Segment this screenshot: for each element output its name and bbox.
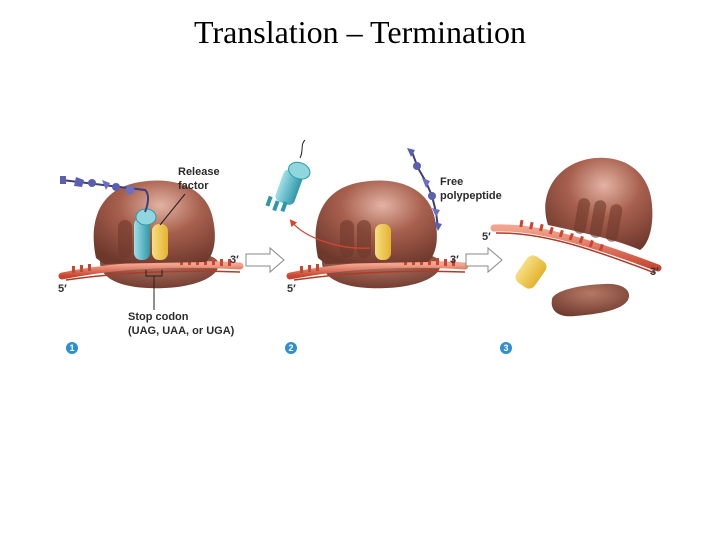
release-factor bbox=[134, 208, 157, 260]
panel-2: Free polypeptide 3′ 5′ 2 bbox=[265, 139, 502, 354]
polypeptide-chain bbox=[60, 176, 149, 213]
end-3-prime: 3′ bbox=[230, 254, 239, 266]
mrna-strand bbox=[286, 258, 469, 281]
step-arrow-1 bbox=[245, 246, 285, 274]
empty-site bbox=[605, 204, 623, 242]
trna-yellow bbox=[375, 224, 391, 260]
free-polypeptide-label-1: Free bbox=[440, 176, 463, 188]
empty-site bbox=[357, 220, 371, 258]
trna-yellow bbox=[152, 224, 168, 260]
trna-yellow bbox=[515, 255, 547, 289]
stop-codon-label-2: (UAG, UAA, or UGA) bbox=[128, 325, 235, 337]
end-5-prime: 5′ bbox=[58, 283, 67, 295]
step-number-1: 1 bbox=[69, 343, 74, 353]
end-3-prime: 3′ bbox=[450, 254, 459, 266]
free-polypeptide bbox=[407, 148, 442, 231]
stop-codon-label-1: Stop codon bbox=[128, 311, 189, 323]
release-arrow bbox=[289, 219, 371, 249]
small-subunit bbox=[551, 283, 630, 317]
step-badge-2 bbox=[285, 342, 297, 354]
released-release-factor bbox=[265, 161, 311, 213]
release-factor-label-2: factor bbox=[178, 180, 209, 192]
panel-1: Release factor Stop codon (UAG, UAA, or … bbox=[58, 166, 244, 354]
step-badge-1 bbox=[66, 342, 78, 354]
step-arrow-2 bbox=[465, 246, 503, 274]
empty-site bbox=[573, 198, 591, 234]
mrna-strand bbox=[490, 219, 662, 274]
end-5-prime: 5′ bbox=[482, 231, 491, 243]
end-3-prime: 3′ bbox=[650, 266, 659, 278]
release-factor-label-1: Release bbox=[178, 166, 220, 178]
free-polypeptide-label-2: polypeptide bbox=[440, 190, 502, 202]
step-badge-3 bbox=[500, 342, 512, 354]
empty-site bbox=[340, 220, 354, 258]
empty-site bbox=[118, 220, 132, 258]
end-5-prime: 5′ bbox=[287, 283, 296, 295]
panel-3: 5′ 3′ 3 bbox=[482, 157, 662, 354]
step-number-3: 3 bbox=[503, 343, 508, 353]
page-title: Translation – Termination bbox=[194, 14, 526, 50]
step-number-2: 2 bbox=[288, 343, 293, 353]
empty-site bbox=[589, 200, 607, 238]
